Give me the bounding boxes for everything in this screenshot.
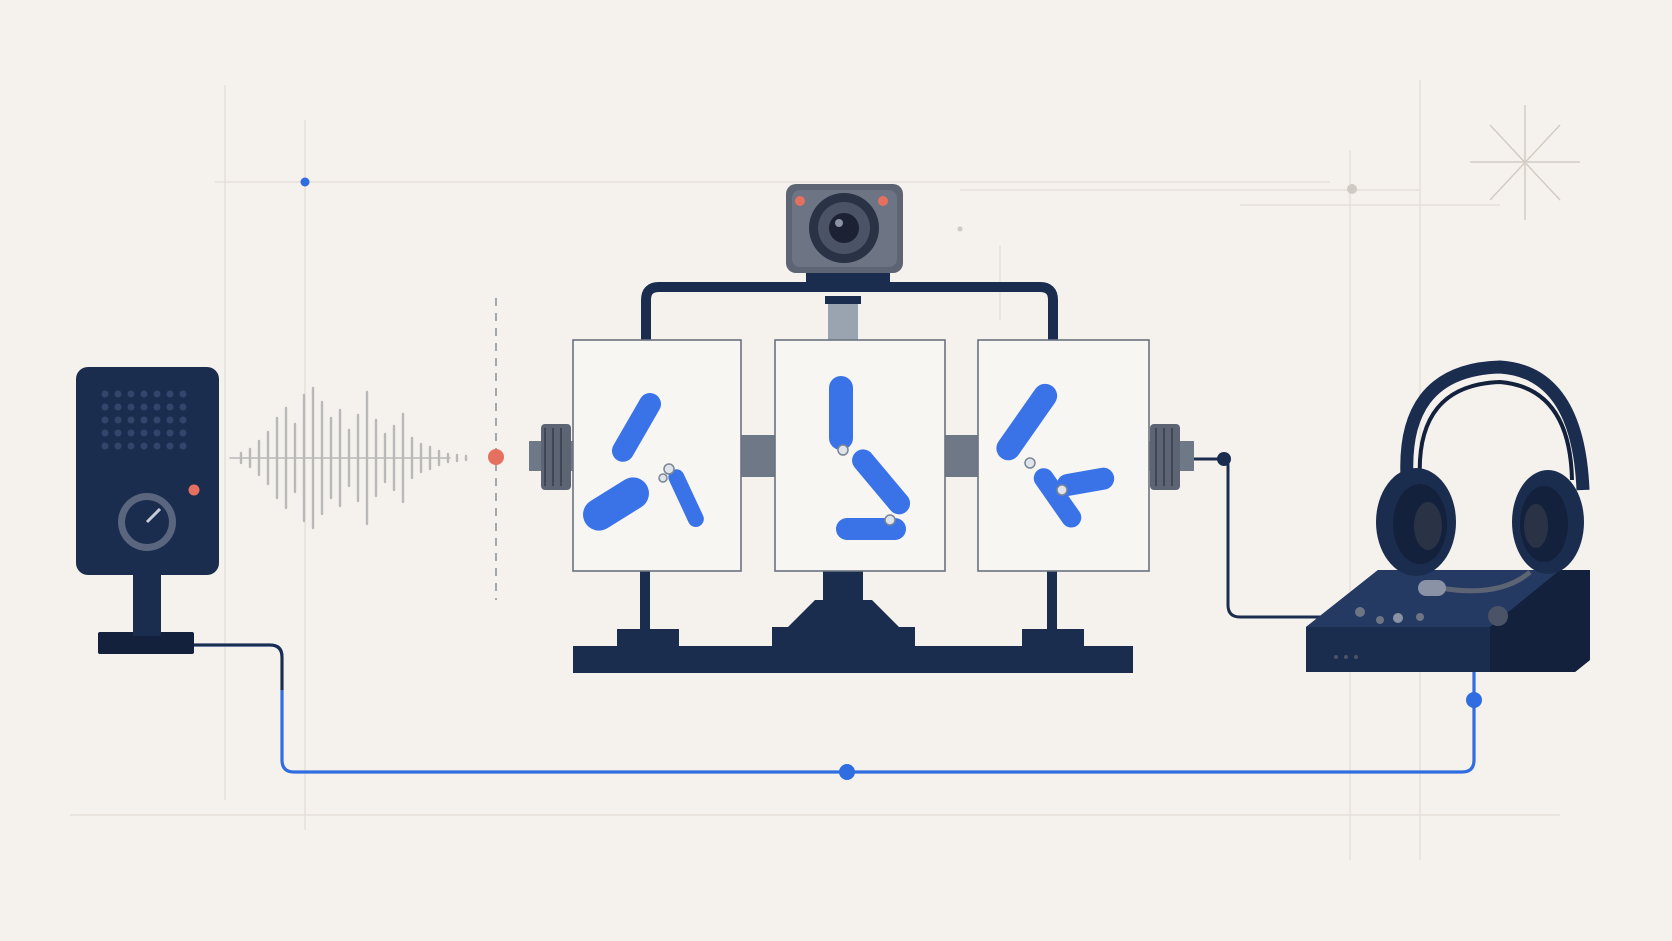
camera-led-right <box>878 196 888 206</box>
pose-figure-icon <box>583 393 704 531</box>
speaker-grille <box>101 390 187 450</box>
sparkle-icon <box>1470 105 1580 220</box>
wire-node-right <box>1466 692 1482 708</box>
pose-panel-2 <box>774 339 946 572</box>
pose-panel-3 <box>977 339 1150 572</box>
pose-figure-icon <box>996 383 1115 528</box>
left-axle-knob <box>529 424 575 490</box>
right-axle-knob <box>1148 424 1194 490</box>
sync-marker-dot <box>488 449 504 465</box>
speaker-led <box>188 484 200 496</box>
control-console-icon <box>1306 570 1590 672</box>
waveform-icon <box>229 386 468 530</box>
camera-icon <box>786 184 903 290</box>
pose-figure-icon <box>829 376 911 540</box>
camera-led-left <box>795 196 805 206</box>
pose-panel-1 <box>572 339 742 572</box>
wire-node-center <box>839 764 855 780</box>
camera-rig <box>529 282 1330 673</box>
speaker-cable <box>192 643 284 690</box>
speaker-icon <box>76 367 219 654</box>
grid-node-gray <box>1347 184 1357 194</box>
grid-node-blue <box>300 177 310 187</box>
headphones-icon <box>1376 360 1590 596</box>
headset-mic-icon <box>1418 580 1446 596</box>
grid-node-small <box>957 226 963 232</box>
